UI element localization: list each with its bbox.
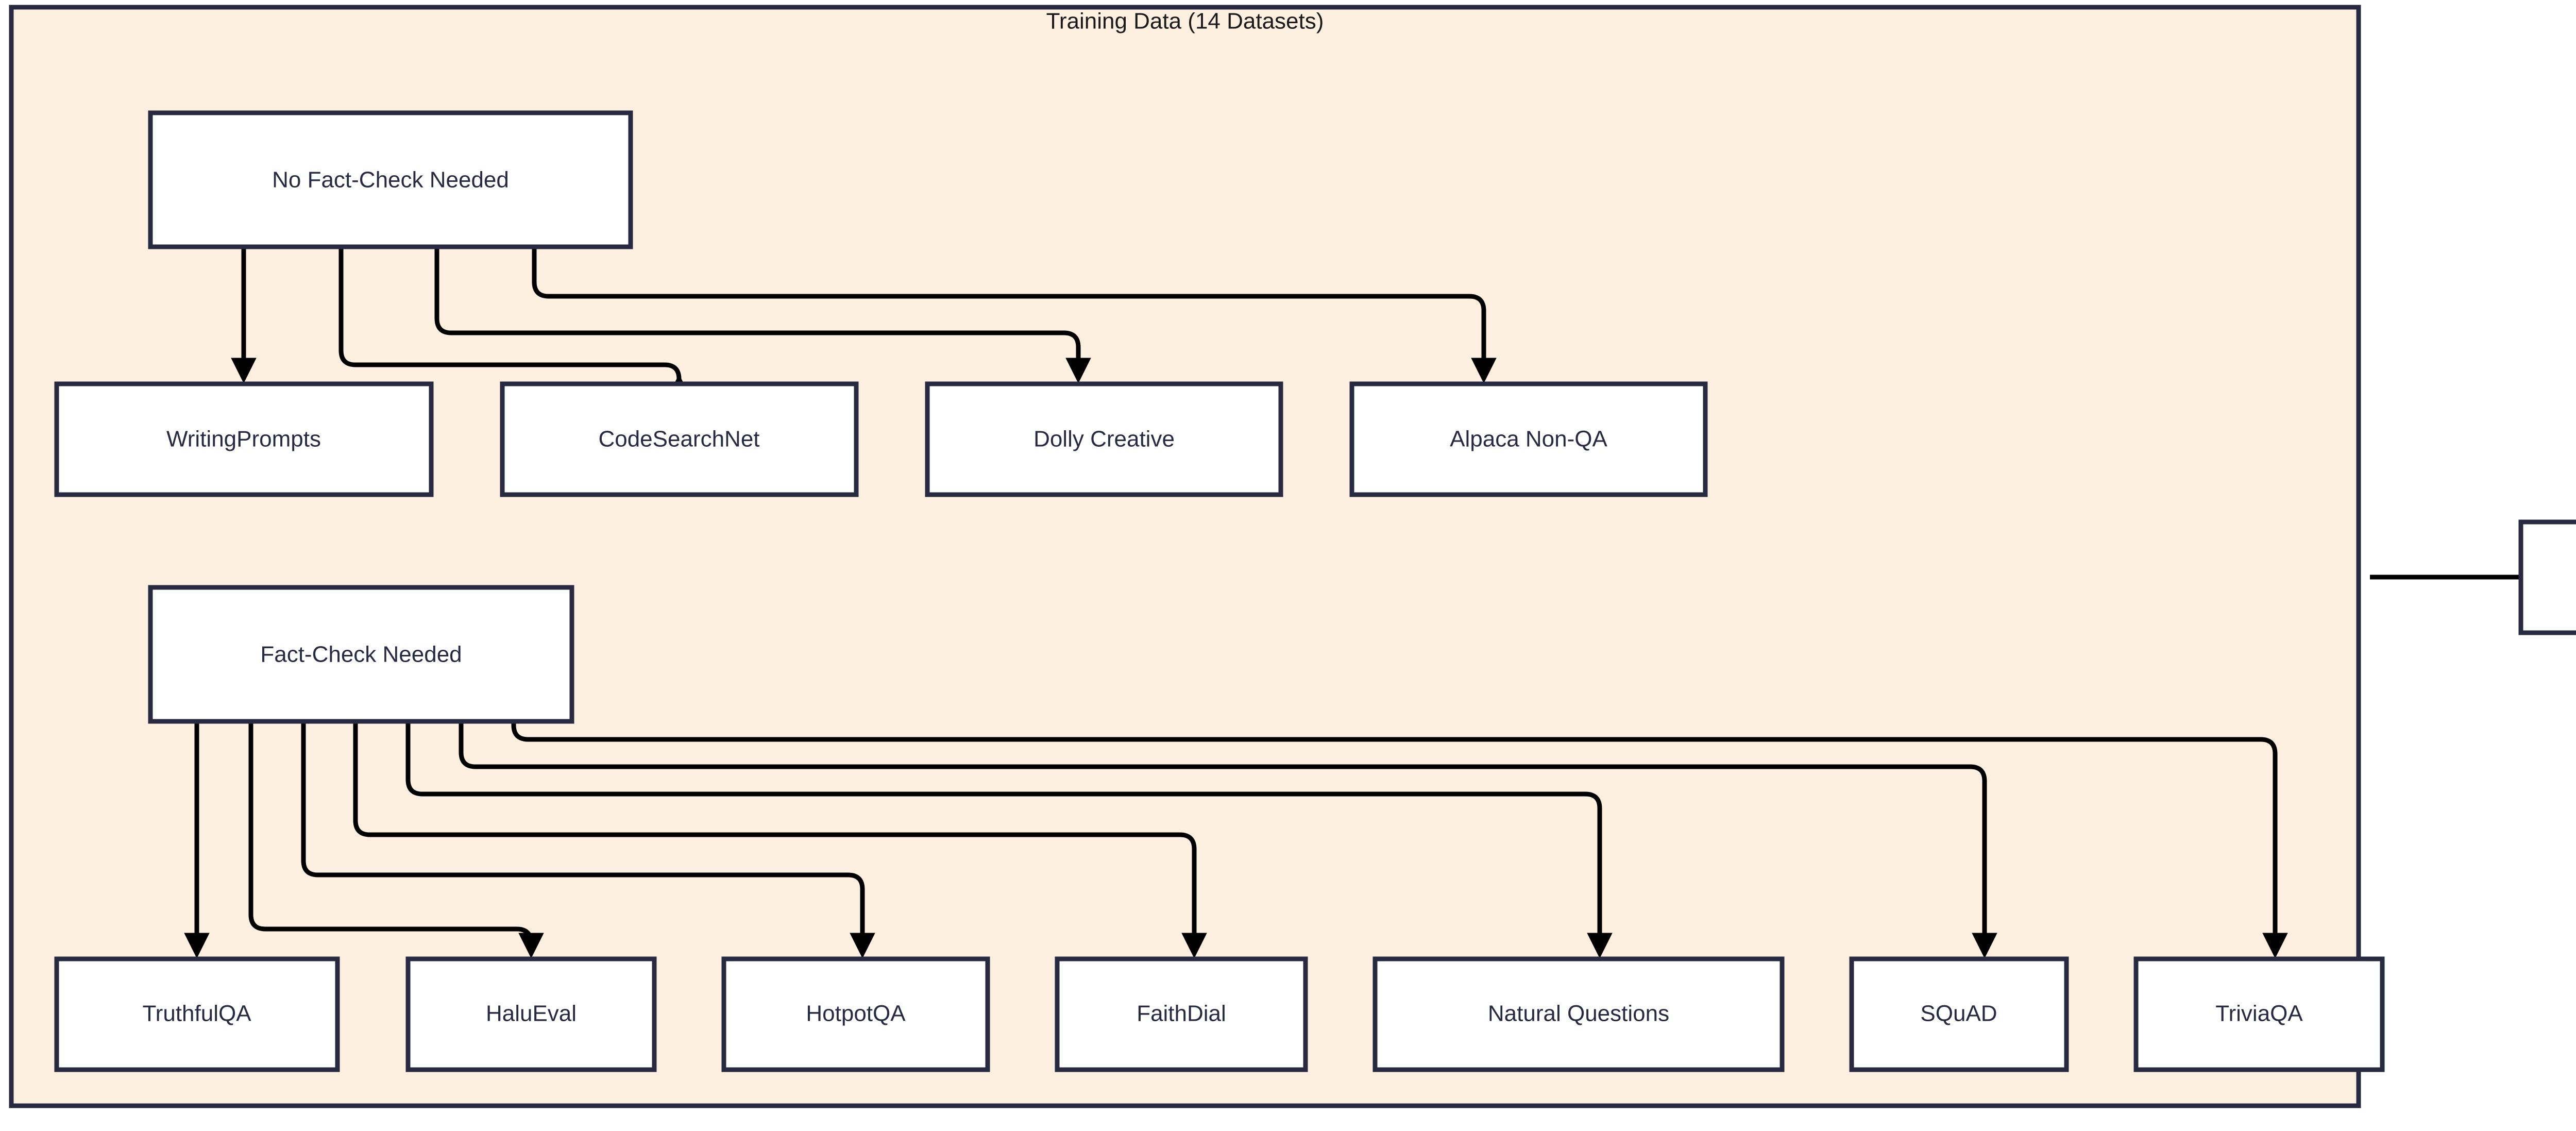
node-truthfulqa-label: TruthfulQA [142,1001,251,1026]
node-modernbert-base[interactable]: ModernBERT Base [2518,519,2576,635]
node-faithdial[interactable]: FaithDial [1055,956,1308,1072]
edges-fact-check-group [184,721,2288,958]
edge-fact-to-halueval [248,721,544,958]
node-codesearchnet-label: CodeSearchNet [598,427,759,452]
node-hotpotqa[interactable]: HotpotQA [721,956,990,1072]
node-squad-label: SQuAD [1920,1001,1997,1026]
edge-fact-to-hotpotqa [301,721,875,958]
node-squad[interactable]: SQuAD [1849,956,2069,1072]
edge-fact-to-squad [459,721,1997,958]
node-natural-questions-label: Natural Questions [1488,1001,1669,1026]
node-fact-check-label: Fact-Check Needed [260,642,462,667]
edge-nofact-to-codesearchnet [338,247,692,400]
node-writingprompts-label: WritingPrompts [166,427,321,452]
edge-fact-to-faithdial [353,721,1207,958]
node-no-fact-check-needed[interactable]: No Fact-Check Needed [148,110,633,249]
node-dolly-creative[interactable]: Dolly Creative [925,381,1283,497]
node-triviaqa[interactable]: TriviaQA [2133,956,2385,1072]
edge-fact-to-naturalquestions [405,721,1613,958]
node-hotpotqa-label: HotpotQA [806,1001,906,1026]
node-truthfulqa[interactable]: TruthfulQA [54,956,340,1072]
node-halueval-label: HaluEval [486,1001,577,1026]
node-halueval[interactable]: HaluEval [405,956,657,1072]
node-codesearchnet[interactable]: CodeSearchNet [500,381,859,497]
edge-fact-to-triviaqa [511,721,2288,958]
node-alpaca-non-qa-label: Alpaca Non-QA [1450,427,1607,452]
node-alpaca-non-qa[interactable]: Alpaca Non-QA [1349,381,1708,497]
node-dolly-creative-label: Dolly Creative [1033,427,1175,452]
edge-nofact-to-alpacanonqa [532,247,1497,383]
node-natural-questions[interactable]: Natural Questions [1372,956,1785,1072]
node-triviaqa-label: TriviaQA [2215,1001,2303,1026]
edge-nofact-to-dollycreative [434,247,1091,383]
node-faithdial-label: FaithDial [1137,1001,1226,1026]
node-writingprompts[interactable]: WritingPrompts [54,381,434,497]
edges-no-fact-check-group [231,247,1497,400]
node-fact-check-needed[interactable]: Fact-Check Needed [148,585,574,724]
cluster-training-title: Training Data (14 Datasets) [1046,9,1324,34]
node-no-fact-check-label: No Fact-Check Needed [272,167,509,193]
